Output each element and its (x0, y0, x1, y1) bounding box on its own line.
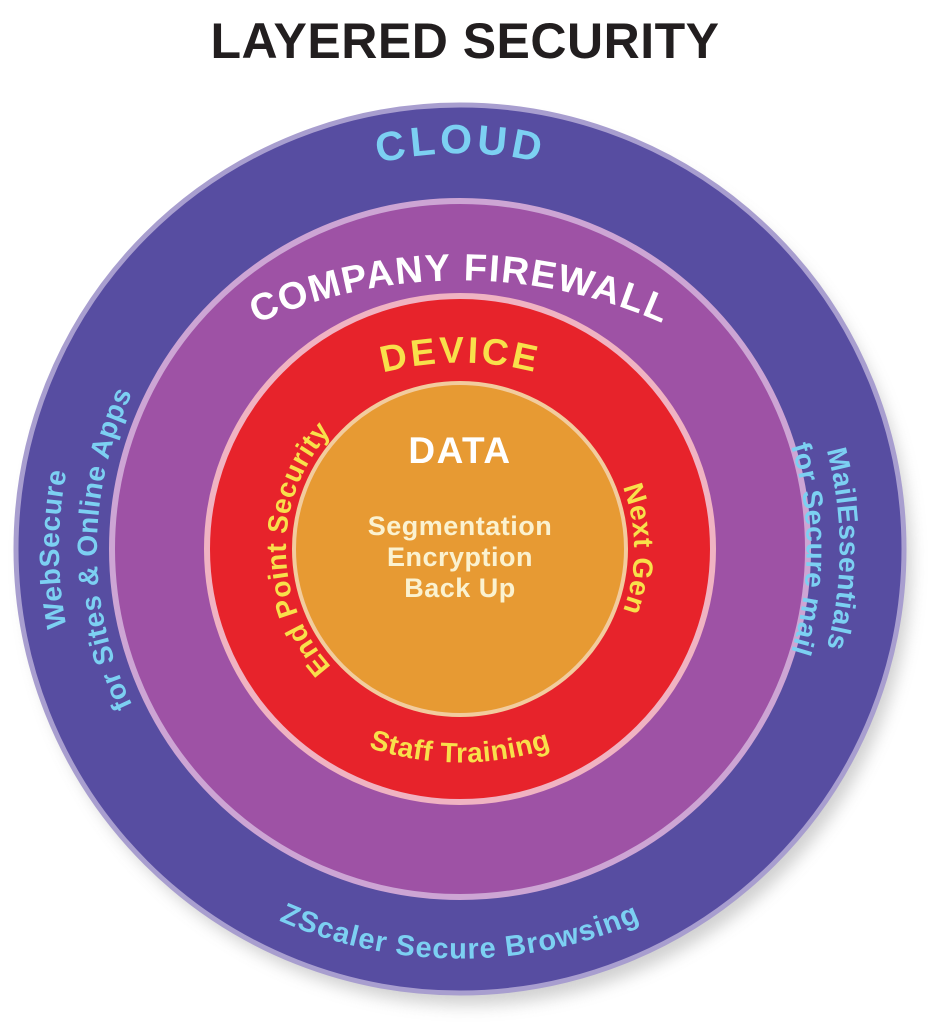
diagram-title: LAYERED SECURITY (210, 13, 720, 69)
data-core-item: Back Up (404, 573, 516, 603)
data-core-label: DATA (408, 430, 511, 471)
data-core-item: Segmentation (368, 511, 553, 541)
circle-data-core (292, 381, 628, 717)
data-core-item: Encryption (387, 542, 533, 572)
